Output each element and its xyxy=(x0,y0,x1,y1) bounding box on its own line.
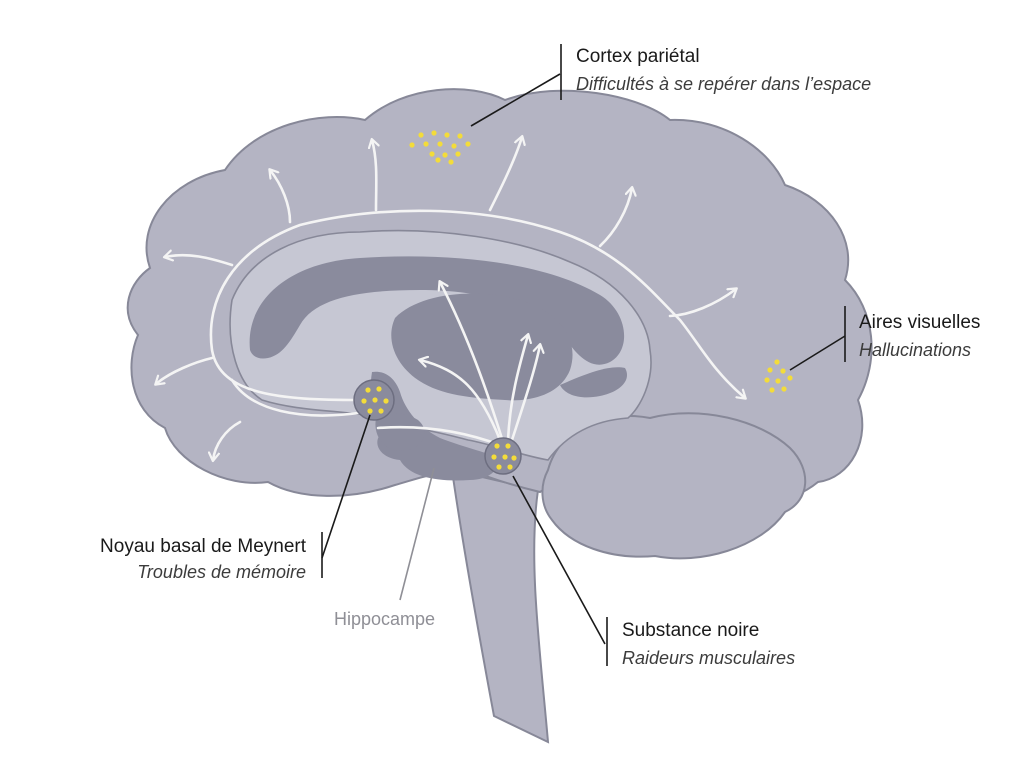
visual-subtitle: Hallucinations xyxy=(859,340,971,360)
meynert-title: Noyau basal de Meynert xyxy=(100,536,307,557)
meynert-leader xyxy=(321,414,371,559)
meynert-lesions xyxy=(361,386,389,414)
parietal-lesions xyxy=(409,130,471,165)
fornix-tail xyxy=(560,367,628,398)
meynert-subtitle: Troubles de mémoire xyxy=(137,562,306,582)
hippocampus-label: Hippocampe xyxy=(334,609,435,629)
substantia-lesions xyxy=(491,443,517,470)
parietal-title: Cortex pariétal xyxy=(576,46,700,67)
hippocampus-leader xyxy=(399,467,435,601)
parietal-leader xyxy=(470,73,561,127)
substantia-leader xyxy=(512,475,606,645)
substantia-title: Substance noire xyxy=(622,620,759,641)
visual-title: Aires visuelles xyxy=(859,312,980,333)
visual-leader xyxy=(789,335,846,371)
parietal-subtitle: Difficultés à se repérer dans l’espace xyxy=(576,74,871,94)
projection-pathways xyxy=(156,137,745,460)
corpus-callosum xyxy=(249,256,625,365)
cerebellum xyxy=(541,412,807,560)
brainstem xyxy=(450,468,550,744)
midbrain xyxy=(375,412,425,451)
visual-lesions xyxy=(764,359,793,393)
thalamus xyxy=(391,293,573,401)
hypothalamus xyxy=(370,371,500,481)
substantia-subtitle: Raideurs musculaires xyxy=(622,648,795,668)
